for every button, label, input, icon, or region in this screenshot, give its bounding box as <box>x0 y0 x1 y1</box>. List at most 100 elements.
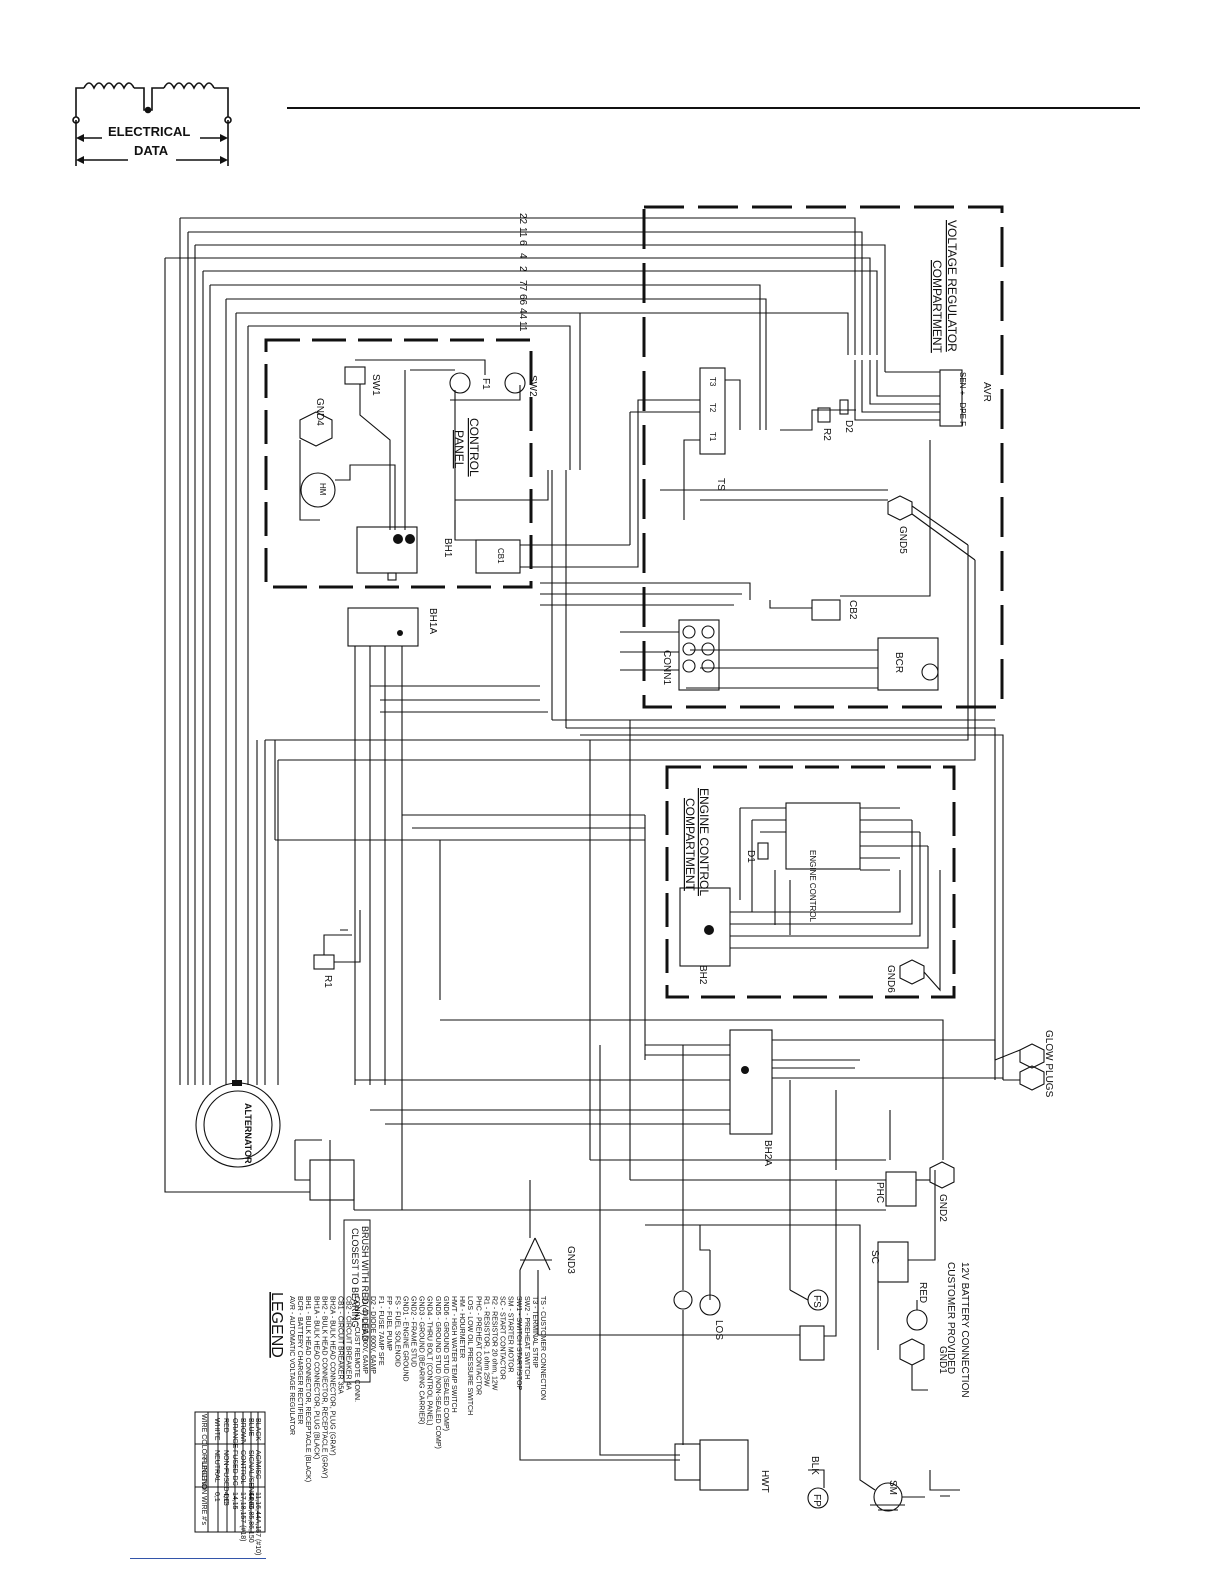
label-fs: FS <box>811 1295 822 1308</box>
wire-label: 6 <box>517 240 528 246</box>
gnd6-ground <box>899 959 925 985</box>
r1-resistor <box>313 954 335 970</box>
ts-terminal-strip <box>699 367 726 455</box>
hwt-sensor-plug <box>699 1439 749 1491</box>
legend-abbreviation: CONN1 - CUST REMOTE CONN. <box>353 1296 360 1402</box>
legend-abbreviation: FS - FUEL SOLENOID <box>393 1296 400 1367</box>
label-t1: T1 <box>708 432 717 442</box>
conn1-connector <box>678 619 720 691</box>
cp-title-2: PANEL <box>452 430 466 469</box>
cp-title-1: CONTROL <box>467 418 481 477</box>
hour-sensor <box>673 1290 693 1310</box>
legend-cell: 0,1 <box>213 1492 220 1502</box>
legend-color-table <box>194 1411 266 1533</box>
label-sw2: SW2 <box>527 375 538 397</box>
legend-abbreviation: SC - START CONTACTOR <box>499 1296 506 1380</box>
cb2-breaker <box>811 599 841 621</box>
label-sw1: SW1 <box>370 374 381 396</box>
legend-abbreviation: BH2A - BULK HEAD CONNECTOR, PLUG (GRAY) <box>329 1296 336 1456</box>
legend-abbreviation: GND5 - GROUND STUD (NON-SEALED COMP) <box>434 1296 441 1449</box>
legend-cell: BLUE <box>247 1418 254 1437</box>
legend-abbreviation: R1 - RESISTOR, 1 ohm 25W <box>482 1296 489 1387</box>
brush-note-2: CLOSEST TO BEARING <box>350 1228 360 1328</box>
bh2-connector <box>679 887 731 967</box>
label-gnd5: GND5 <box>897 526 908 554</box>
battery-note-2: CUSTOMER PROVIDED <box>945 1262 956 1374</box>
legend-abbreviation: TS - CUSTOMER CONNECTION <box>539 1296 546 1400</box>
header-rule <box>287 107 1140 109</box>
label-gnd1: GND1 <box>937 1346 948 1374</box>
label-fp: FP <box>811 1494 822 1507</box>
voltage-regulator-compartment <box>642 205 1004 709</box>
wire-label: 11 <box>517 321 528 332</box>
r2-resistor <box>817 407 831 423</box>
legend-abbreviation: AVR - AUTOMATIC VOLTAGE REGULATOR <box>288 1296 295 1435</box>
engine-control-board <box>785 802 861 870</box>
legend-cell: 14,15 <box>231 1492 238 1510</box>
wire-label: 44 <box>517 308 528 320</box>
legend-cell: BLACK <box>254 1418 261 1441</box>
legend-abbreviation: SW2 - PREHEAT SWITCH <box>523 1296 530 1379</box>
legend-abbreviation: GND4 - THRU BOLT (CONTROL PANEL) <box>426 1296 433 1426</box>
fs-solenoid <box>807 1289 829 1311</box>
legend-cell: 11,16,44A,157 (#10) <box>254 1492 261 1555</box>
ec-title-1: ENGINE CONTROL <box>697 788 711 896</box>
gnd3-ground <box>519 1237 552 1271</box>
gnd1-ground <box>899 1338 925 1366</box>
fp-pump <box>807 1487 829 1509</box>
label-bh1a: BH1A <box>427 608 438 634</box>
label-conn1: CONN1 <box>661 650 672 685</box>
bh1-connector <box>356 526 418 574</box>
label-red: RED <box>917 1282 928 1303</box>
legend-cell: AC/MISC <box>254 1450 261 1479</box>
legend-abbreviation: FP - FUEL PUMP <box>385 1296 392 1351</box>
vr-compartment-title-2: COMPARTMENT <box>930 260 944 354</box>
wire-label: 2 <box>517 266 528 272</box>
legend-cell: NON-FUSED DC <box>222 1450 229 1504</box>
legend-abbreviation: PHC - PREHEAT CONTACTOR <box>474 1296 481 1395</box>
label-blk: BLK <box>809 1456 820 1475</box>
wire-label: 22 <box>517 213 528 225</box>
brush-block <box>309 1159 355 1201</box>
label-hwt: HWT <box>759 1470 770 1493</box>
phc-contactor <box>885 1171 917 1207</box>
legend-cell: NEUTRAL <box>213 1450 220 1483</box>
avr-regulator <box>939 369 963 427</box>
legend-abbreviation: GND6 - GROUND STUD (SEALED COMP) <box>442 1296 449 1431</box>
label-hm: HM <box>318 483 327 496</box>
legend-header-wires: WIRE #'s <box>200 1496 207 1525</box>
label-bh1: BH1 <box>442 538 453 558</box>
los-switch <box>699 1294 721 1316</box>
label-r1: R1 <box>322 975 333 988</box>
legend-table-text: WIRE COLOR LEGEND FUNCTION WIRE #'s WHIT… <box>200 1414 261 1555</box>
ec-title-2: COMPARTMENT <box>683 798 697 892</box>
battery-note-1: 12V BATTERY CONNECTION <box>959 1262 970 1398</box>
legend-abbreviation: SM - STARTER MOTOR <box>507 1296 514 1373</box>
label-cb1: CB1 <box>496 548 505 564</box>
engine-control-label: ENGINE CONTROL <box>808 850 817 923</box>
cb1-breaker <box>475 539 521 574</box>
bh1a-connector <box>347 607 419 647</box>
footer-link-rule <box>130 1558 266 1559</box>
bh2a-connector <box>729 1029 773 1135</box>
hm-hourmeter <box>300 472 336 508</box>
wire-label: 77 <box>517 280 528 292</box>
legend-cell: WHITE <box>213 1418 220 1441</box>
legend-abbreviation: LOS - LOW OIL PRESSURE SWITCH <box>466 1296 473 1415</box>
alternator <box>195 1082 281 1168</box>
label-d2: D2 <box>843 420 854 433</box>
legend-abbreviation: F1 - FUSE 7AMP SFE <box>377 1296 384 1366</box>
label-d1: D1 <box>745 850 756 863</box>
brush-note-1: BRUSH WITH RED(4) LEAD <box>360 1226 370 1342</box>
label-phc: PHC <box>874 1182 885 1203</box>
legend-abbreviation: R2 - RESISTOR 20 ohm, 12W <box>491 1296 498 1391</box>
label-f1: F1 <box>480 378 491 390</box>
legend-abbreviation: GND3 - GROUND (BEARING CARRIER) <box>418 1296 425 1424</box>
control-panel-compartment <box>264 338 533 589</box>
gnd4-ground <box>299 411 333 447</box>
d2-diode <box>839 399 849 415</box>
avr-pins: SEN + - DPE F <box>958 372 967 426</box>
sc-contactor <box>877 1241 909 1283</box>
legend-cell: FUSED DC <box>231 1450 238 1486</box>
